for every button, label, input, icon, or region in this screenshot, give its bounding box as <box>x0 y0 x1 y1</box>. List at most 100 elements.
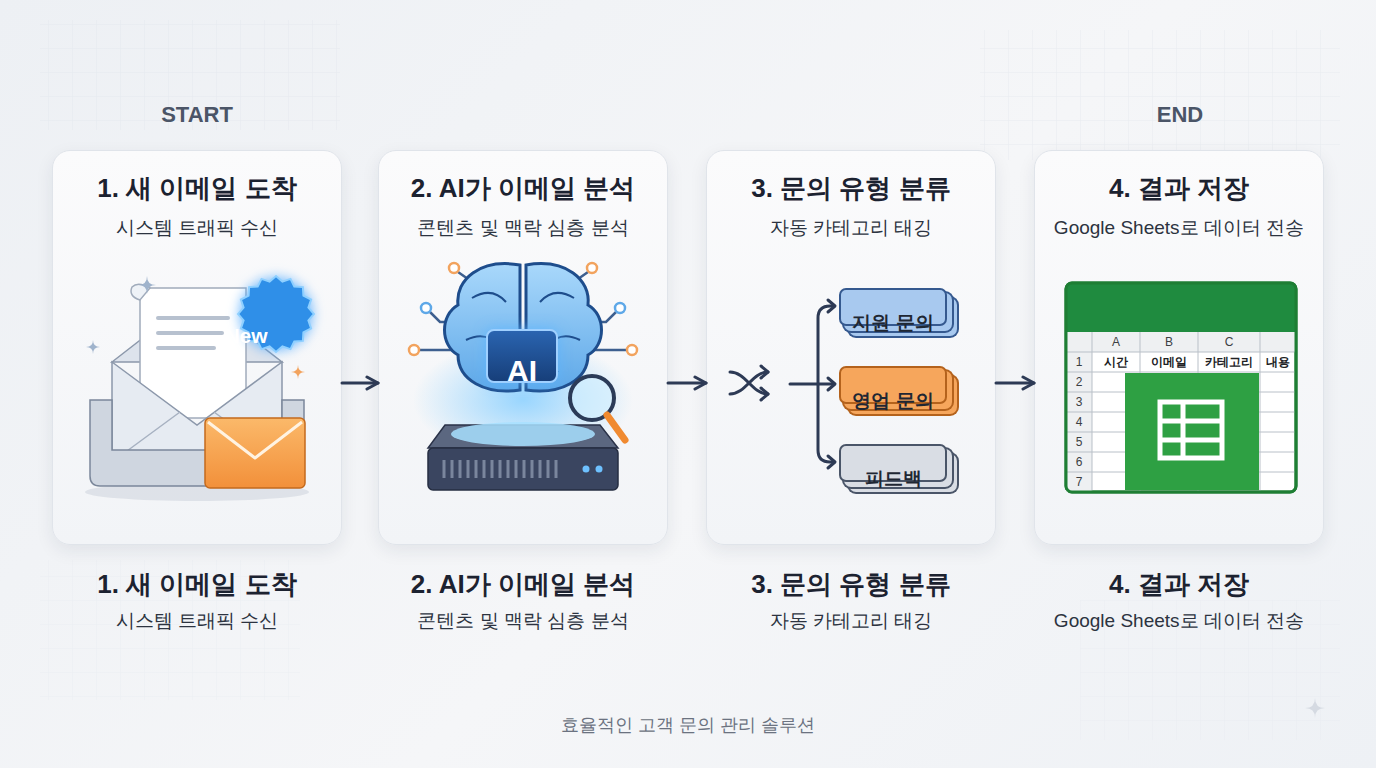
shuffle-branch-icon <box>730 372 768 394</box>
node-label: New <box>224 323 267 348</box>
step-subtitle: Google Sheets로 데이터 전송 <box>1005 217 1353 240</box>
step-title: 2. AI가 이메일 분석 <box>349 173 697 204</box>
new-badge: New <box>238 276 314 352</box>
step-title: 4. 결과 저장 <box>1005 569 1353 600</box>
inbox-illustration <box>205 418 305 488</box>
row-number: 2 <box>1076 376 1083 388</box>
step-title: 2. AI가 이메일 분석 <box>349 569 697 600</box>
shuffle-branch-icon <box>828 456 835 468</box>
ai-brain-illustration <box>409 263 637 490</box>
spreadsheet-illustration <box>1125 373 1259 490</box>
ai-brain-illustration <box>428 425 618 448</box>
shuffle-branch-icon <box>818 383 834 386</box>
ai-brain-illustration <box>607 415 625 440</box>
inbox-illustration <box>112 412 282 462</box>
process-card: 2. AI가 이메일 분석콘텐츠 및 맥락 심층 분석2. AI가 이메일 분석… <box>378 150 668 545</box>
shuffle-branch-icon <box>818 306 834 462</box>
ai-brain-illustration <box>449 263 459 273</box>
ai-brain-illustration <box>568 272 626 350</box>
ai-brain-illustration <box>451 422 595 446</box>
shuffle-branch-icon <box>828 300 835 312</box>
flow-arrow <box>342 382 378 385</box>
spreadsheet-illustration <box>1066 283 1296 332</box>
sparkle <box>1305 698 1325 718</box>
spreadsheet-illustration <box>1066 283 1296 492</box>
ai-brain-illustration <box>570 376 614 420</box>
spreadsheet-illustration <box>1160 402 1222 458</box>
row-number: 7 <box>1076 476 1083 488</box>
step-title: 1. 새 이메일 도착 <box>23 569 371 600</box>
step-title: 1. 새 이메일 도착 <box>23 173 371 204</box>
inbox-illustration <box>131 284 150 300</box>
inbox-illustration <box>85 276 309 501</box>
flow-arrow <box>668 382 706 385</box>
ai-brain-illustration <box>413 340 633 460</box>
ai-brain-illustration <box>444 460 556 478</box>
ai-brain-illustration <box>526 264 602 391</box>
inbox-illustration <box>138 276 156 294</box>
spreadsheet-illustration <box>1092 332 1260 492</box>
column-header: C <box>1225 336 1234 348</box>
shuffle-branch-icon <box>761 388 768 400</box>
inbox-illustration <box>208 422 302 458</box>
spreadsheet-illustration <box>1066 352 1092 492</box>
category-tag: 지원 문의 <box>839 288 947 326</box>
start-label: START <box>161 104 233 126</box>
step-subtitle: 콘텐츠 및 맥락 심층 분석 <box>349 217 697 240</box>
shuffle-branch-icon <box>730 372 768 394</box>
ai-brain-illustration <box>583 466 590 473</box>
process-card: 3. 문의 유형 분류자동 카테고리 태깅3. 문의 유형 분류자동 카테고리 … <box>706 150 996 545</box>
table-cell: 이메일 <box>1151 356 1187 368</box>
end-label: END <box>1157 104 1203 126</box>
node-label: 영업 문의 <box>811 390 975 413</box>
shuffle-branch-icon <box>790 383 818 386</box>
column-header: A <box>1112 336 1120 348</box>
inbox-illustration <box>112 362 282 462</box>
inbox-illustration <box>140 288 246 418</box>
ai-brain-illustration <box>627 345 637 355</box>
shuffle-branch-icon <box>828 378 835 390</box>
step-subtitle: 시스템 트래픽 수신 <box>23 217 371 240</box>
spreadsheet-illustration <box>1066 352 1296 472</box>
ai-brain-illustration <box>428 448 618 490</box>
caption: 효율적인 고객 문의 관리 솔루션 <box>561 713 815 737</box>
step-title: 4. 결과 저장 <box>1005 173 1353 204</box>
row-number: 6 <box>1076 456 1083 468</box>
step-subtitle: 자동 카테고리 태깅 <box>677 217 1025 240</box>
background-grid <box>980 30 1340 160</box>
row-number: 4 <box>1076 416 1083 428</box>
inbox-illustration <box>90 400 304 486</box>
table-cell: 카테고리 <box>1205 356 1253 368</box>
spreadsheet-illustration <box>1066 332 1296 352</box>
category-tag: 피드백 <box>839 444 947 482</box>
spreadsheet-illustration <box>1066 283 1296 492</box>
step-subtitle: 자동 카테고리 태깅 <box>677 610 1025 633</box>
row-number: 1 <box>1076 356 1083 368</box>
step-title: 3. 문의 유형 분류 <box>677 173 1025 204</box>
inbox-illustration <box>158 346 214 350</box>
shuffle-branch-icon <box>730 300 835 468</box>
node-label: 피드백 <box>811 468 975 491</box>
step-subtitle: 콘텐츠 및 맥락 심층 분석 <box>349 610 697 633</box>
spreadsheet-illustration <box>1160 402 1222 458</box>
table-cell: 시간 <box>1104 356 1128 368</box>
node-label: 지원 문의 <box>811 312 975 335</box>
category-tag: 영업 문의 <box>839 366 947 404</box>
step-title: 3. 문의 유형 분류 <box>677 569 1025 600</box>
inbox-illustration <box>291 365 305 379</box>
spreadsheet-illustration <box>1066 283 1296 492</box>
inbox-illustration <box>112 296 282 362</box>
ai-brain-illustration <box>596 466 603 473</box>
background-grid <box>40 20 340 130</box>
step-subtitle: 시스템 트래픽 수신 <box>23 610 371 633</box>
node-label: AI <box>458 353 586 389</box>
ai-brain-illustration <box>466 293 580 372</box>
table-cell: 내용 <box>1266 356 1290 368</box>
step-subtitle: Google Sheets로 데이터 전송 <box>1005 610 1353 633</box>
ai-brain-illustration <box>409 345 419 355</box>
ai-brain-illustration <box>615 303 625 313</box>
row-number: 5 <box>1076 436 1083 448</box>
column-header: B <box>1165 336 1173 348</box>
flow-arrow <box>996 382 1034 385</box>
